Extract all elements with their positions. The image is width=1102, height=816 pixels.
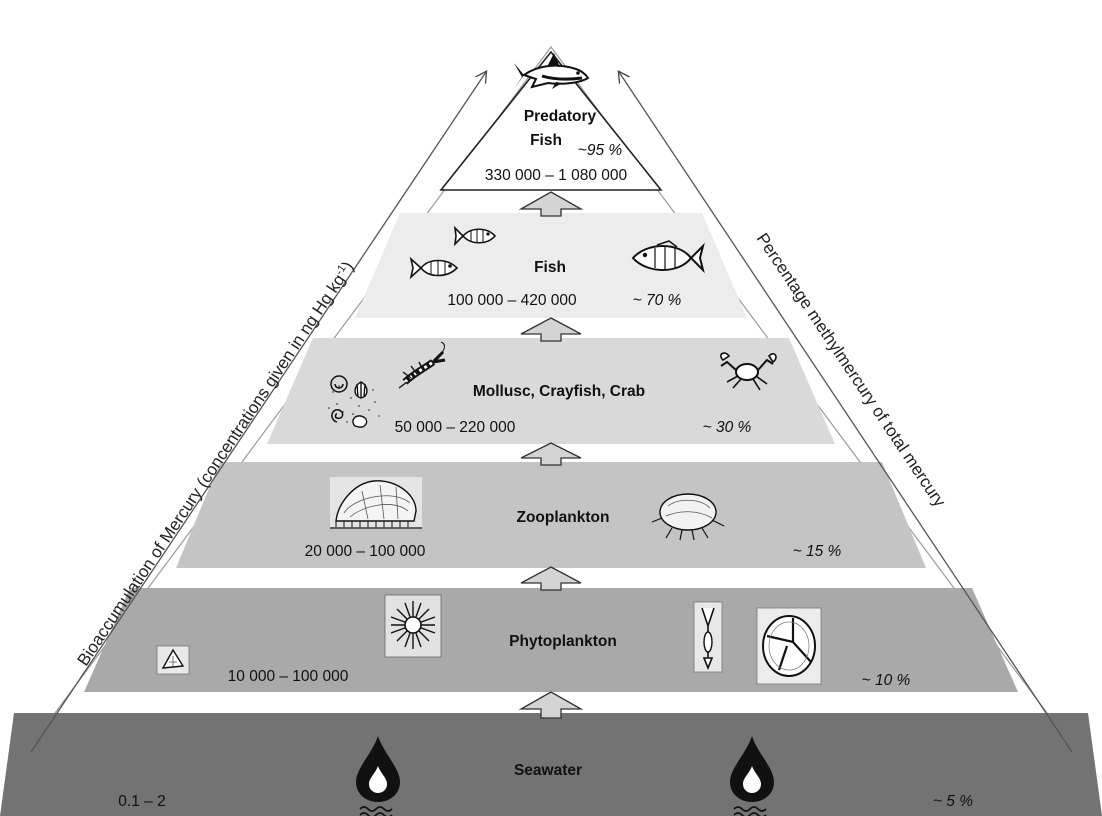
level-band-seawater (0, 713, 1102, 816)
phytoplankton-icon (156, 645, 190, 675)
level-title-predatory-fish-line2: Fish (530, 132, 562, 149)
level-percent-predatory-fish: ~95 % (578, 142, 623, 159)
shark-icon (514, 53, 590, 89)
level-percent-zooplankton: ~ 15 % (793, 543, 842, 560)
lobster-icon (398, 341, 446, 389)
level-range-mollusc: 50 000 – 220 000 (395, 419, 516, 436)
fish-icon (453, 225, 497, 247)
phytoplankton-icon (756, 607, 822, 685)
phytoplankton-icon (693, 601, 723, 673)
level-title-fish: Fish (534, 259, 566, 276)
level-title-zooplankton: Zooplankton (517, 509, 610, 526)
level-title-mollusc: Mollusc, Crayfish, Crab (473, 383, 645, 400)
level-range-zooplankton: 20 000 – 100 000 (305, 543, 426, 560)
level-percent-mollusc: ~ 30 % (703, 419, 752, 436)
level-band-fish (355, 213, 747, 318)
water-drop-icon (356, 736, 400, 816)
level-range-predatory-fish: 330 000 – 1 080 000 (485, 167, 628, 184)
fish-icon (631, 240, 705, 274)
zooplankton-icon (330, 477, 422, 529)
fish-icon (409, 256, 459, 280)
level-band-predatory-fish (439, 50, 663, 191)
level-range-fish: 100 000 – 420 000 (447, 292, 577, 309)
level-range-seawater: 0.1 – 2 (118, 793, 165, 810)
up-arrow (518, 191, 584, 217)
level-percent-phytoplankton: ~ 10 % (862, 672, 911, 689)
up-arrow (520, 442, 582, 466)
level-arrows (518, 191, 584, 719)
right-axis-arrow (619, 72, 1073, 753)
level-title-seawater: Seawater (514, 762, 582, 779)
level-percent-seawater: ~ 5 % (933, 793, 973, 810)
up-arrow (518, 691, 584, 719)
level-range-phytoplankton: 10 000 – 100 000 (228, 668, 349, 685)
zooplankton-icon (651, 493, 725, 541)
crab-icon (720, 352, 777, 391)
level-band-mollusc (267, 338, 835, 444)
water-drop-icon (730, 736, 774, 816)
up-arrow (520, 317, 582, 342)
level-title-predatory-fish: Predatory (524, 108, 597, 125)
level-percent-fish: ~ 70 % (633, 292, 682, 309)
up-arrow (520, 566, 582, 591)
left-axis-arrow (30, 72, 486, 753)
phytoplankton-icon (384, 594, 442, 658)
shell-icon (328, 375, 380, 428)
level-title-phytoplankton: Phytoplankton (509, 633, 617, 650)
